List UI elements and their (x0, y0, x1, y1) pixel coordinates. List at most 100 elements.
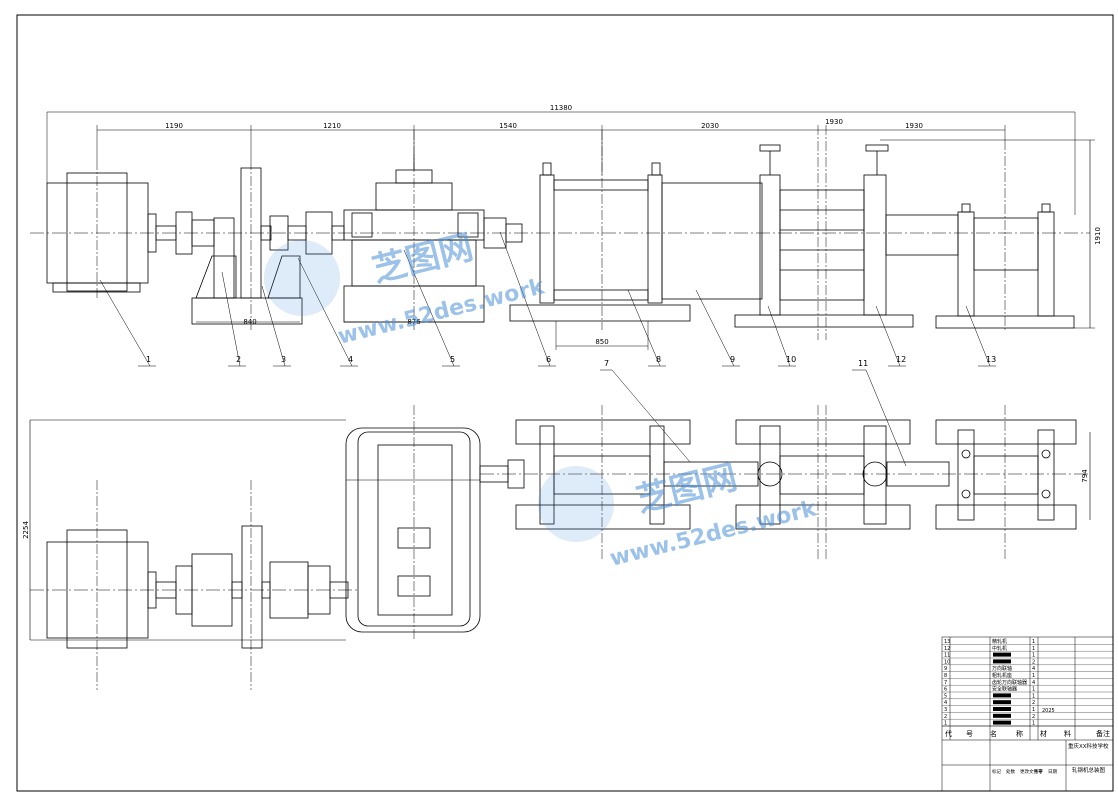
part-label: 2 (236, 355, 241, 364)
callout-10: 10 (767, 305, 796, 367)
parts-row-qty: 1 (1032, 653, 1035, 659)
parts-row-no: 9 (944, 666, 947, 672)
part-label: 12 (896, 355, 906, 364)
dim-2030: 2030 (701, 122, 719, 130)
dim-1910: 1910 (1094, 227, 1102, 245)
parts-row-no: 5 (944, 693, 947, 699)
material-note: 2025 (1042, 708, 1055, 714)
parts-row-qty: 1 (1032, 639, 1035, 645)
parts-row-no: 2 (944, 714, 947, 720)
watermark-2-cn: 芝图网 (633, 457, 742, 520)
parts-row-no: 7 (944, 680, 947, 686)
watermark-1-url: www.52des.work (335, 274, 548, 350)
callout-7: 7 (600, 359, 691, 463)
callout-12: 12 (875, 305, 906, 367)
callout-2: 2 (221, 271, 246, 367)
part-label: 5 (450, 355, 455, 364)
dim-876: 876 (407, 318, 421, 326)
parts-row-qty: 1 (1032, 721, 1035, 727)
watermark-1-cn: 芝图网 (369, 227, 478, 290)
table-header: 号 (966, 730, 973, 738)
dim-794: 794 (1081, 469, 1089, 483)
parts-row-no: 3 (944, 707, 947, 713)
parts-row-no: 10 (944, 659, 950, 665)
dim-840: 840 (243, 318, 256, 326)
part-label: 4 (348, 355, 353, 364)
dim-850: 850 (595, 338, 608, 346)
parts-row-qty: 4 (1032, 666, 1035, 672)
parts-row-qty: 4 (1032, 680, 1035, 686)
parts-row-qty: 2 (1032, 659, 1035, 665)
dim-1930a: 1930 (825, 118, 843, 126)
parts-row-qty: 1 (1032, 707, 1035, 713)
parts-row-qty: 2 (1032, 700, 1035, 706)
callout-6: 6 (499, 231, 556, 367)
parts-row-name: 精轧机 (992, 638, 1007, 645)
universal-spindle (661, 182, 763, 300)
callout-3: 3 (261, 285, 291, 367)
part-label: 11 (858, 359, 868, 368)
dim-2254: 2254 (22, 521, 30, 539)
title-block-label: 日期 (1048, 769, 1057, 775)
parts-row-no: 4 (944, 700, 947, 706)
table-header: 材 (1040, 729, 1047, 738)
part-label: 13 (986, 355, 996, 364)
watermark-1: 芝图网 www.52des.work (264, 227, 548, 350)
dim-1190: 1190 (165, 122, 183, 130)
intermediate-stand (734, 125, 914, 340)
parts-list-table (941, 636, 1114, 792)
callout-13: 13 (965, 305, 996, 367)
part-label: 6 (546, 355, 551, 364)
title-block-label: 标记 (992, 768, 1001, 775)
parts-row-name: 安全联轴器 (992, 686, 1017, 693)
table-header: 代 (945, 729, 952, 738)
title-block-label: 签字 (1034, 768, 1043, 775)
drawing-title: 轧钢机总装图 (1072, 766, 1106, 774)
parts-row-name: 中轧机 (992, 645, 1007, 652)
parts-row-name: 万向联轴 (992, 665, 1012, 672)
table-header: 备注 (1096, 729, 1110, 738)
finishing-stand (885, 140, 1075, 330)
parts-row-qty: 1 (1032, 673, 1035, 679)
roughing-mill-stand (509, 130, 691, 330)
finishing-stand-plan (935, 405, 1077, 560)
plan-view: 2254 794 (22, 405, 1091, 690)
parts-row-no: 11 (944, 653, 950, 659)
school-name: 重庆XX科技学校 (1068, 742, 1109, 750)
dim-1540: 1540 (499, 122, 517, 130)
title-block-label: 处数 (1006, 768, 1015, 775)
part-label: 7 (604, 359, 609, 368)
table-header: 料 (1064, 729, 1071, 738)
sheet-border (16, 14, 1114, 792)
part-label: 9 (730, 355, 735, 364)
parts-row-name: 齿轮万向联轴器 (992, 679, 1027, 686)
table-header: 名 (990, 729, 997, 738)
parts-row-no: 12 (944, 646, 950, 652)
callout-1: 1 (99, 279, 156, 367)
parts-row-no: 1 (944, 721, 947, 727)
dim-1210: 1210 (323, 122, 341, 130)
callout-9: 9 (695, 289, 740, 367)
dim-overall: 11380 (550, 104, 572, 112)
bearing-seat-2 (213, 217, 235, 299)
reducer-plan (345, 405, 481, 640)
parts-row-qty: 1 (1032, 687, 1035, 693)
watermark-2: 芝图网 www.52des.work (538, 457, 820, 572)
parts-row-no: 8 (944, 673, 947, 679)
parts-row-qty: 2 (1032, 714, 1035, 720)
intermediate-stand-plan (735, 405, 950, 560)
dim-1930b: 1930 (905, 122, 923, 130)
parts-row-no: 6 (944, 687, 947, 693)
part-label: 3 (281, 355, 286, 364)
callout-5: 5 (403, 249, 460, 367)
table-header: 称 (1016, 729, 1023, 738)
callout-8: 8 (627, 289, 666, 367)
title-block-label: 更改文件号 (1020, 768, 1043, 775)
part-label: 10 (786, 355, 796, 364)
callout-11: 11 (852, 359, 907, 467)
parts-row-name: 粗轧机座 (992, 672, 1012, 679)
